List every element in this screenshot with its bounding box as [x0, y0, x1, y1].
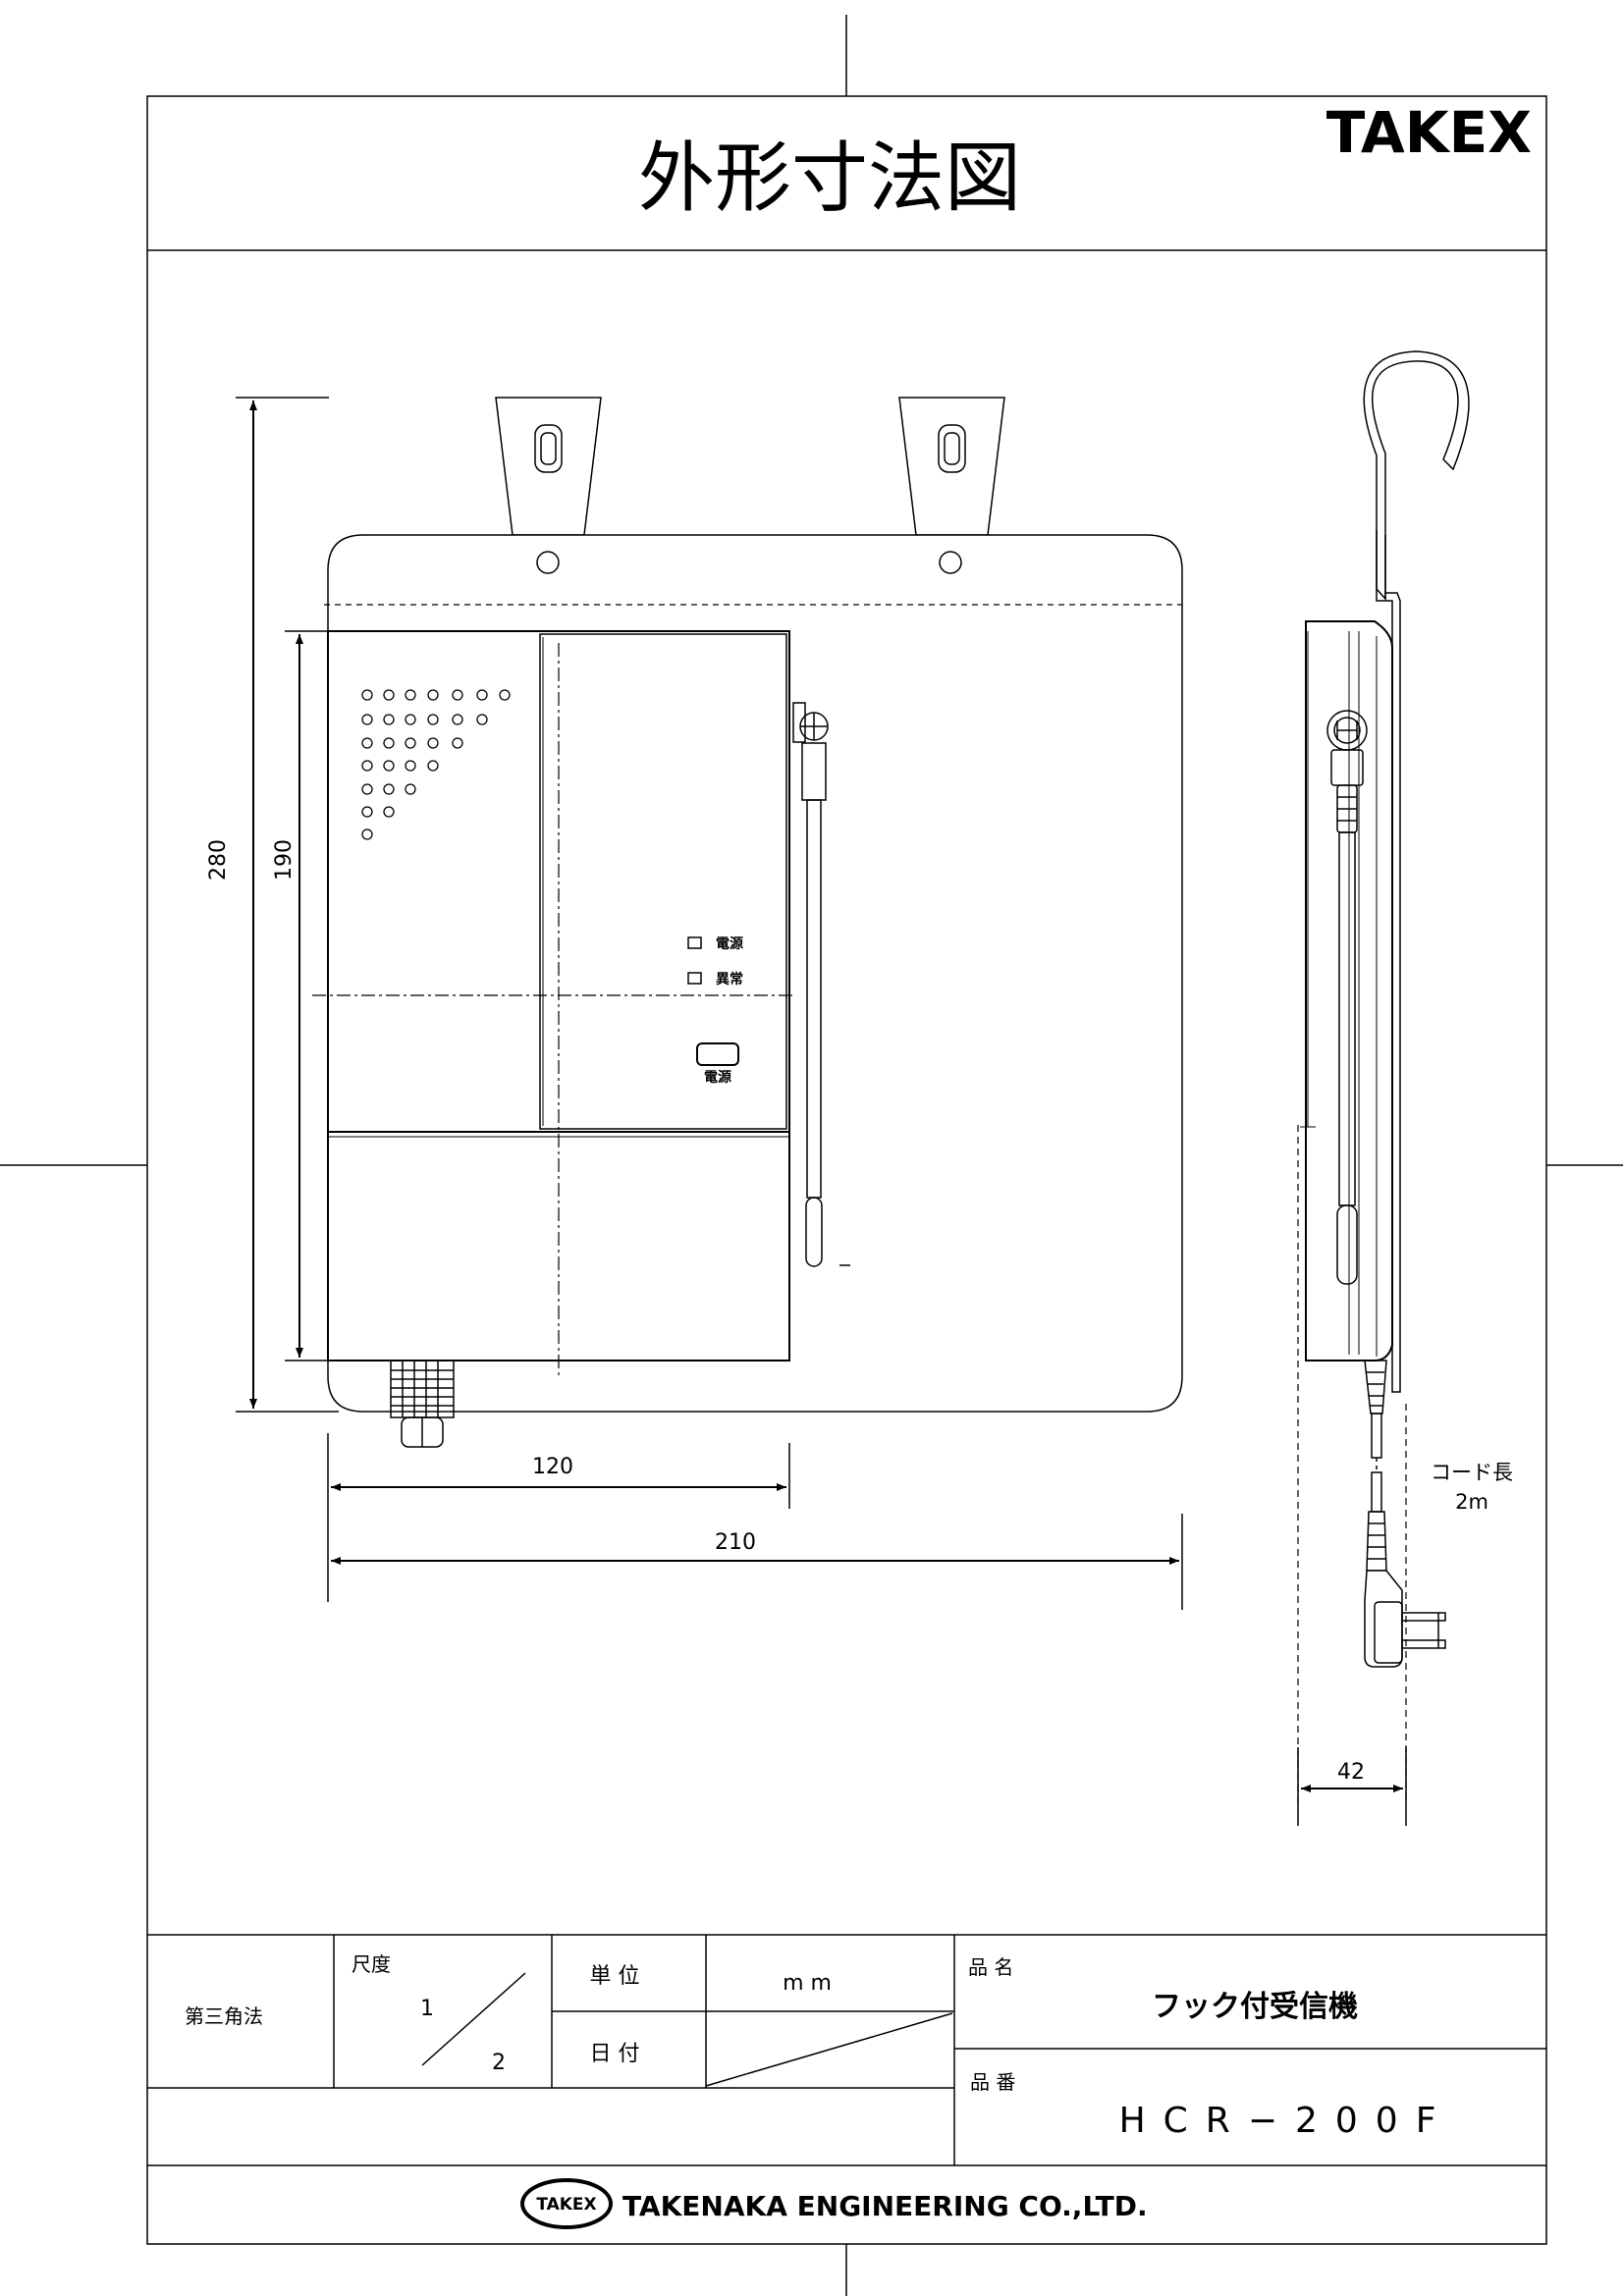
side-view	[1297, 350, 1470, 1803]
dim-width-body: 120	[532, 1455, 573, 1479]
power-button-label: 電源	[704, 1069, 731, 1086]
dim-width-total: 210	[715, 1530, 756, 1555]
power-button[interactable]	[696, 1042, 739, 1066]
product-number-label: 品 番	[970, 2070, 1015, 2094]
cable-gland	[390, 1360, 455, 1448]
date-label: 日 付	[590, 2042, 640, 2066]
power-plug	[1364, 1570, 1446, 1668]
product-number: HCR−200F	[1119, 2101, 1454, 2141]
center-marks	[0, 15, 1623, 2296]
mounting-hook-left	[495, 397, 602, 536]
title-block	[147, 1934, 1546, 2166]
header: 外形寸法図 TAKEX	[147, 99, 1546, 251]
company-footer: TAKEX TAKENAKA ENGINEERING CO.,LTD.	[520, 2178, 1148, 2229]
front-view	[312, 397, 1183, 1448]
product-name: フック付受信機	[1152, 1990, 1358, 2024]
scale-denominator: 2	[492, 2051, 506, 2075]
company-logo	[520, 2178, 613, 2229]
speaker-grille	[361, 689, 511, 840]
dim-height-body: 190	[272, 839, 297, 881]
cord	[1364, 1360, 1387, 1572]
sheet-border	[146, 95, 1547, 2245]
depth-dimension	[1297, 1747, 1407, 1826]
hook-bracket	[1363, 350, 1470, 601]
side-antenna	[1326, 710, 1368, 1285]
cord-label: コード長	[1431, 1461, 1513, 1484]
projection-method: 第三角法	[185, 2004, 263, 2028]
power-led	[687, 936, 702, 949]
antenna	[792, 702, 850, 1267]
front-dimensions	[236, 397, 1183, 1610]
front-panel	[539, 633, 787, 1130]
scale-numerator: 1	[420, 1997, 434, 2021]
company-name: TAKENAKA ENGINEERING CO.,LTD.	[622, 2190, 1148, 2222]
alarm-led	[687, 972, 702, 985]
mounting-hook-right	[898, 397, 1005, 536]
product-name-label: 品 名	[968, 1955, 1013, 1979]
power-led-label: 電源	[716, 935, 743, 952]
dim-depth: 42	[1337, 1760, 1365, 1785]
alarm-led-label: 異常	[716, 971, 743, 988]
sheet-title: 外形寸法図	[638, 134, 1021, 223]
company-logo-text: TAKEX	[536, 2195, 596, 2215]
screw-hole-left	[536, 551, 560, 574]
scale-label: 尺度	[352, 1952, 391, 1976]
dim-height-total: 280	[206, 839, 231, 881]
cord-length: 2m	[1455, 1490, 1488, 1514]
unit-value: m m	[783, 1971, 832, 1996]
brand-logo: TAKEX	[1326, 99, 1532, 166]
screw-hole-right	[939, 551, 962, 574]
unit-label: 単 位	[590, 1964, 640, 1989]
